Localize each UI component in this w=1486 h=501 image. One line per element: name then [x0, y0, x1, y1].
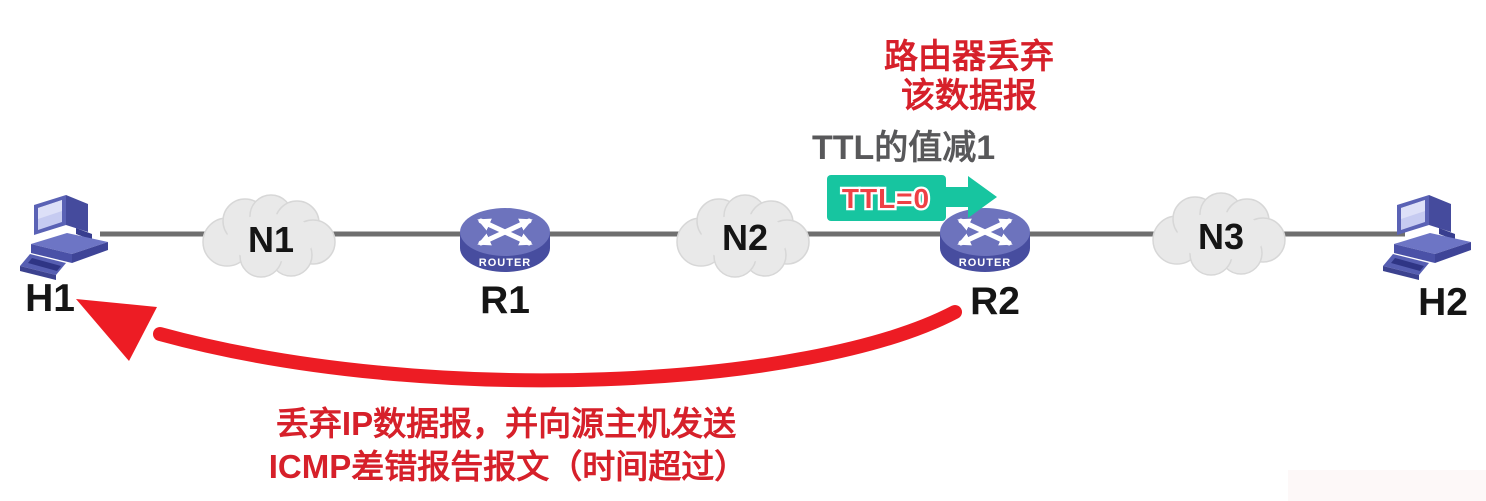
- router-discard-note-line2: 该数据报: [901, 77, 1037, 115]
- router-r1-device-text: ROUTER: [479, 257, 531, 269]
- router-r2-label: R2: [970, 280, 1020, 323]
- icmp-note-line1: 丢弃IP数据报，并向源主机发送: [276, 405, 736, 442]
- router-r2-device-text: ROUTER: [959, 257, 1011, 269]
- ttl-decrement-note: TTL的值减1: [812, 129, 995, 167]
- icmp-return-arrow: [153, 305, 962, 388]
- host-h1-label: H1: [25, 277, 75, 320]
- router-r1-label: R1: [480, 279, 530, 322]
- host-h2-label: H2: [1418, 281, 1468, 324]
- ttl-zero-badge-box: [827, 175, 946, 221]
- network-n3-label: N3: [1198, 216, 1244, 257]
- router-r2-icon: ROUTER: [940, 208, 1030, 272]
- network-n1-label: N1: [248, 219, 294, 260]
- ttl-zero-badge-text: TTL=0: [842, 183, 930, 214]
- ttl-zero-badge: TTL=0: [827, 175, 997, 221]
- watermark-block: [1288, 470, 1486, 501]
- icmp-note-line2: ICMP差错报告报文（时间超过）: [269, 448, 748, 485]
- router-r1-icon: ROUTER: [460, 208, 550, 272]
- ttl-zero-badge-arrow-icon: [946, 176, 997, 218]
- network-n2-label: N2: [722, 217, 768, 258]
- icmp-return-arrowhead: [76, 299, 157, 361]
- router-discard-note-line1: 路由器丢弃: [884, 37, 1054, 76]
